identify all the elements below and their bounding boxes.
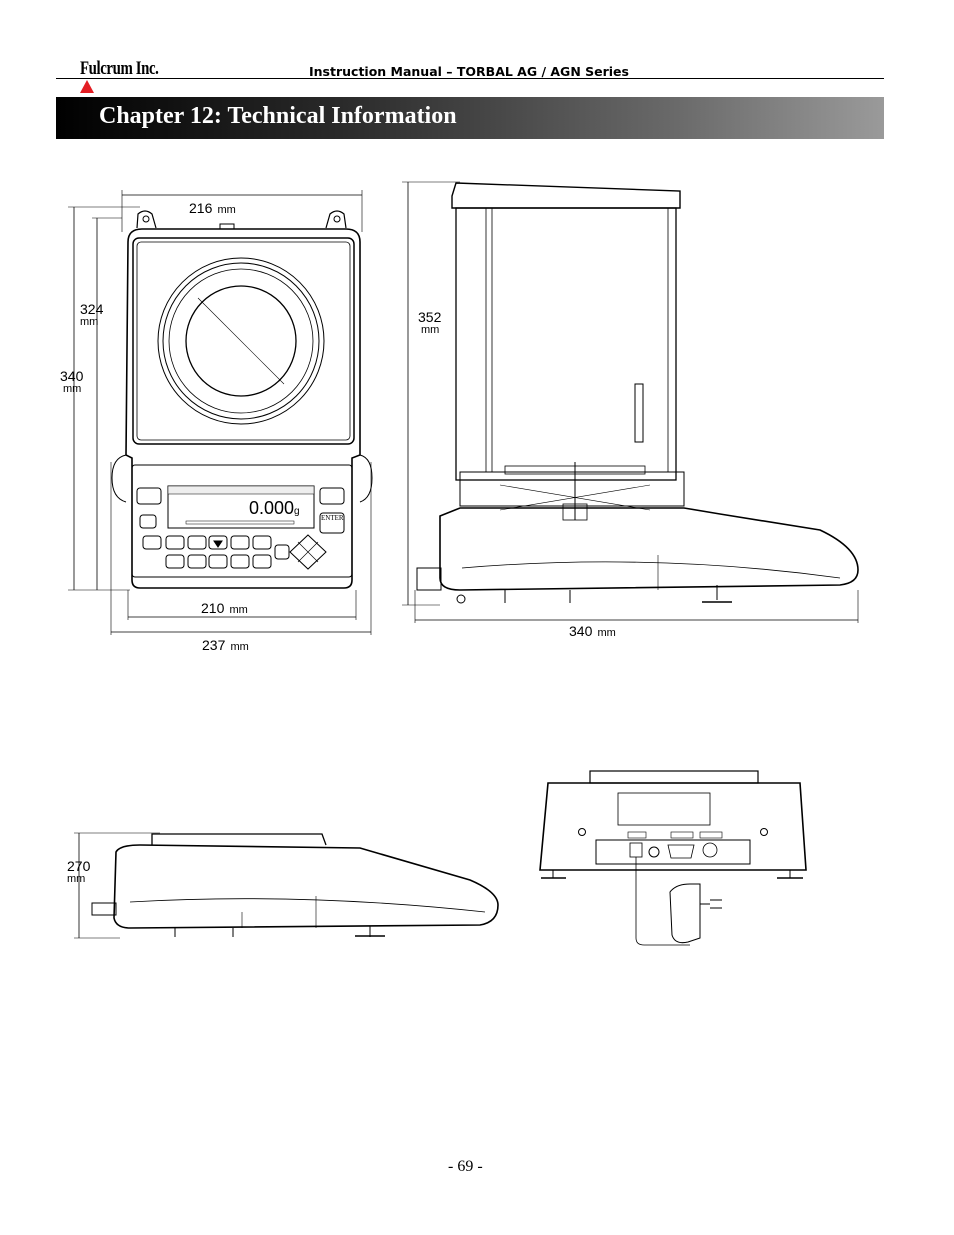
front-view-drawing <box>68 190 373 635</box>
low-height-label: 270 mm <box>67 858 91 885</box>
chapter-title: Chapter 12: Technical Information <box>99 103 457 129</box>
rear-view-drawing <box>539 770 807 946</box>
manual-title: Instruction Manual – TORBAL AG / AGN Ser… <box>309 64 629 79</box>
side-height-label: 352 mm <box>418 309 442 336</box>
company-logo: Fulcrum Inc. <box>80 58 159 79</box>
front-inner-height-label: 324 mm <box>80 301 104 328</box>
low-side-view-drawing <box>74 832 499 939</box>
chapter-banner <box>56 97 884 139</box>
enter-key-label: ENTER <box>321 514 344 522</box>
front-total-width-label: 237 mm <box>202 637 249 653</box>
front-top-width-label: 216 mm <box>189 200 236 216</box>
logo-triangle-icon <box>80 80 94 93</box>
front-bottom-width-label: 210 mm <box>201 600 248 616</box>
side-depth-label: 340 mm <box>569 623 616 639</box>
front-total-height-label: 340 mm <box>60 368 84 395</box>
side-view-drawing <box>402 181 859 623</box>
header-rule <box>56 78 884 79</box>
display-readout: 0.000g <box>249 498 300 518</box>
page-number: - 69 - <box>448 1158 483 1175</box>
